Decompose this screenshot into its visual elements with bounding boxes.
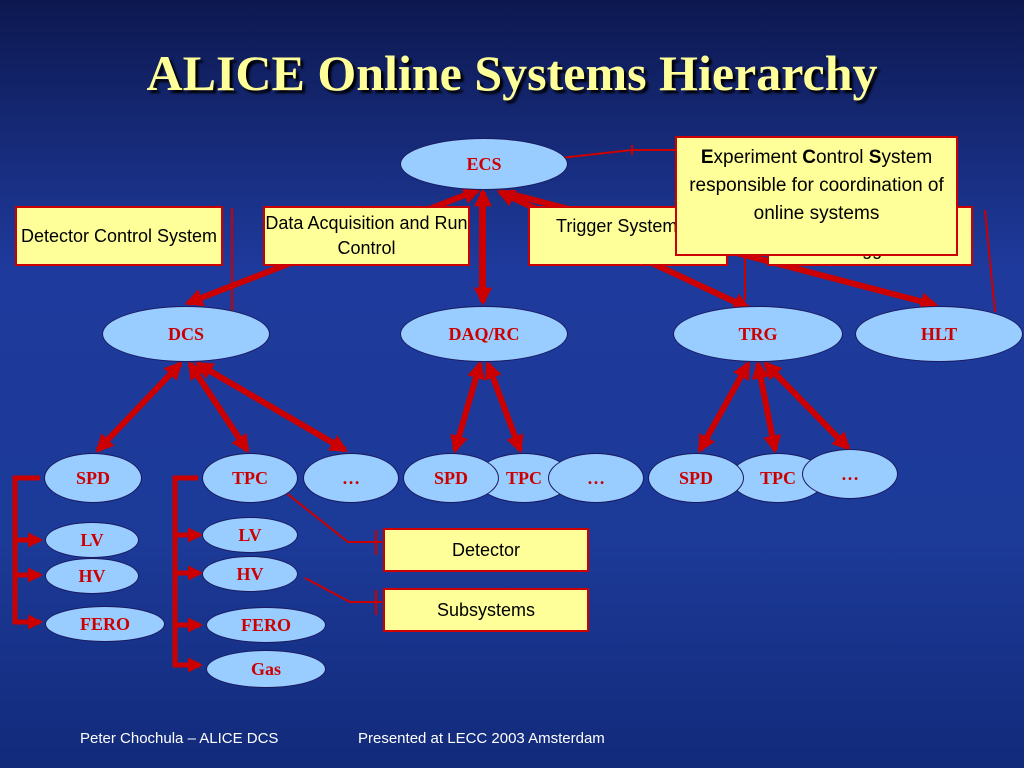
hlt-node: HLT	[855, 306, 1023, 362]
ecs-callout-pointer	[559, 149, 675, 159]
spd-hv-node: HV	[45, 558, 139, 594]
daq-more-node: …	[548, 453, 644, 503]
callout-s: S	[868, 147, 882, 168]
daq-node: DAQ/RC	[400, 306, 568, 362]
dcs-spd-arrow	[95, 361, 183, 453]
daq-label-box: Data Acquisition and Run Control	[263, 206, 470, 266]
spd-sub-bracket	[12, 475, 40, 625]
tpc-hv-node: HV	[202, 556, 298, 592]
dcs-more-node: …	[303, 453, 399, 503]
ecs-callout: Experiment Control System responsible fo…	[675, 136, 958, 256]
slide-title: ALICE Online Systems Hierarchy	[146, 45, 878, 101]
subsystems-legend-pointer	[304, 577, 382, 603]
dcs-tpc-node: TPC	[202, 453, 298, 503]
callout-c-rest: ontrol	[815, 147, 864, 168]
ecs-node: ECS	[400, 138, 568, 190]
spd-fero-node: FERO	[45, 606, 165, 642]
daq-tpc-arrow	[484, 360, 524, 454]
callout-e: E	[700, 147, 714, 168]
callout-s-rest: ystem responsible for coordination of on…	[689, 147, 944, 224]
callout-e-rest: xperiment	[713, 147, 803, 168]
detector-legend-pointer	[284, 491, 382, 543]
daq-spd-node: SPD	[403, 453, 499, 503]
spd-lv-node: LV	[45, 522, 139, 558]
daq-spd-arrow	[450, 360, 485, 454]
footer-author: Peter Chochula – ALICE DCS	[80, 730, 279, 747]
tpc-fero-node: FERO	[206, 607, 326, 643]
trg-spd-node: SPD	[648, 453, 744, 503]
trg-node: TRG	[673, 306, 843, 362]
trg-more-arrow	[763, 361, 851, 451]
tpc-gas-node: Gas	[206, 650, 326, 688]
dcs-node: DCS	[102, 306, 270, 362]
trg-tpc-arrow	[751, 360, 782, 454]
footer-presented: Presented at LECC 2003 Amsterdam	[358, 730, 605, 747]
dcs-more-arrow	[194, 361, 349, 453]
detector-legend-box: Detector	[383, 528, 589, 572]
dcs-label-box: Detector Control System	[15, 206, 223, 266]
trg-more-node: …	[802, 449, 898, 499]
tpc-lv-node: LV	[202, 517, 298, 553]
subsystems-legend-box: Subsystems	[383, 588, 589, 632]
trg-spd-arrow	[697, 360, 751, 454]
dcs-spd-node: SPD	[44, 453, 142, 503]
callout-c: C	[802, 147, 816, 168]
